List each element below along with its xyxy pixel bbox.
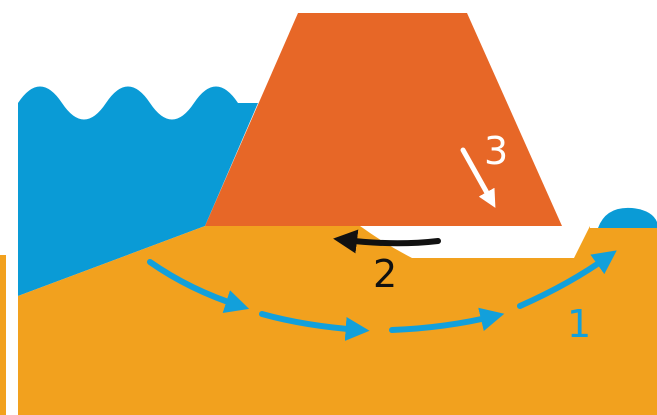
label-2: 2 — [373, 252, 397, 296]
label-1: 1 — [567, 302, 591, 346]
tailwater — [598, 208, 657, 228]
dam-body — [205, 13, 562, 226]
label-3: 3 — [484, 129, 508, 173]
left-edge-ground — [0, 255, 6, 415]
sliding-arrow — [345, 240, 438, 243]
